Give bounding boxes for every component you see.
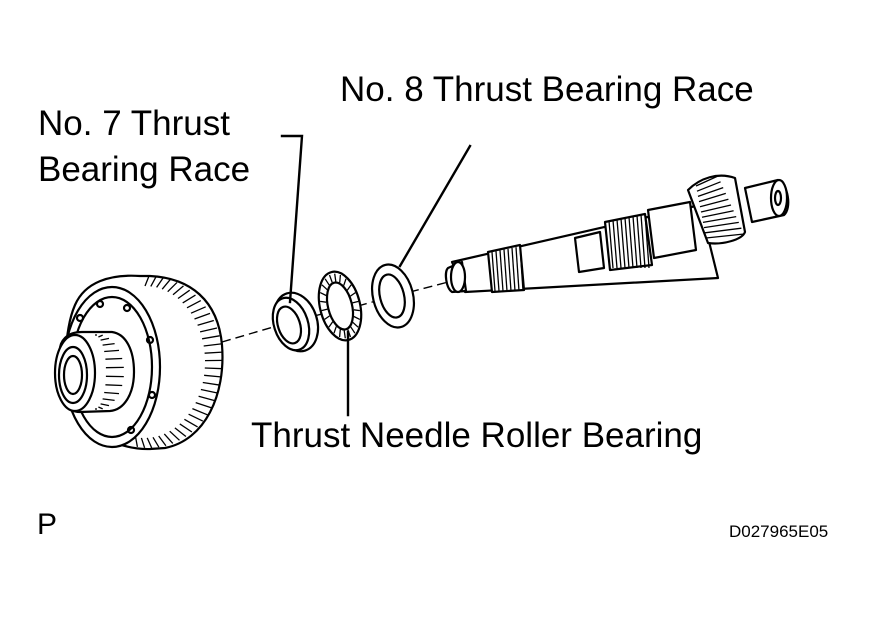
leader-no7 [282, 136, 302, 302]
input-shaft-drawing [446, 176, 788, 292]
needle-bearing-drawing [312, 267, 368, 345]
no7-race-drawing [266, 287, 325, 357]
view-code: P [37, 508, 57, 542]
planetary-gear-drawing [55, 276, 223, 449]
no8-race-drawing [366, 260, 420, 332]
label-needle-bearing: Thrust Needle Roller Bearing [251, 416, 702, 455]
label-no7-line1: No. 7 Thrust [38, 104, 230, 143]
label-no8: No. 8 Thrust Bearing Race [340, 70, 754, 109]
label-no7-line2: Bearing Race [38, 150, 250, 189]
figure-code: D027965E05 [729, 522, 828, 541]
leader-no8 [400, 146, 470, 266]
